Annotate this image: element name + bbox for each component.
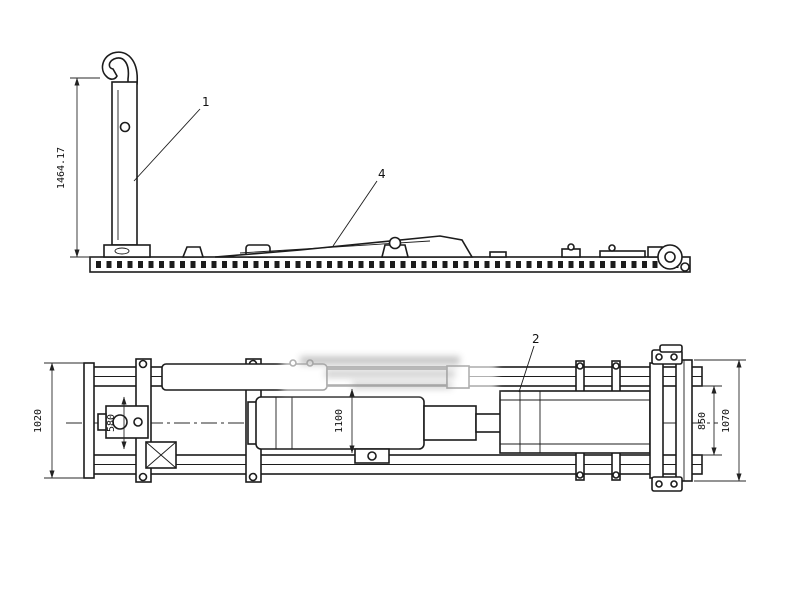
rail-components [181, 235, 690, 272]
rear-frame-body [499, 390, 651, 454]
jack-flange [97, 413, 107, 431]
stud-2-bolt-top [612, 362, 620, 370]
dimension-height: 1464.17 [56, 77, 100, 258]
dim-1070-label: 1070 [721, 409, 732, 433]
stud-1-bolt-bottom [576, 471, 584, 479]
latch-pin [567, 243, 575, 251]
dimension-overall-right: 1070 [694, 359, 746, 482]
x-brace-diag-2 [145, 441, 177, 469]
dim-580-label: 580 [106, 414, 117, 432]
rear-frame [354, 390, 651, 464]
side-elevation-view: 1464.17 1 4 [56, 51, 691, 273]
clamp-2-bolt-bottom [248, 472, 258, 482]
foot-slot [114, 247, 130, 255]
rear-plate-pin [608, 244, 616, 252]
rear-roller-hub [664, 251, 676, 263]
stud-2-bolt-bottom [612, 471, 620, 479]
arm-pin-hole [119, 121, 131, 133]
stop-block [489, 251, 507, 258]
main-cylinder [247, 396, 529, 450]
right-end-assembly [649, 344, 693, 492]
top-cap [659, 344, 683, 353]
corner-bottom-bolt-2 [670, 480, 678, 488]
lower-bracket-pin [367, 451, 377, 461]
clamp-1-bolt-bottom [138, 472, 148, 482]
front-bracket [181, 246, 205, 258]
callout-2-label: 2 [532, 332, 540, 346]
dimension-overall-left: 1020 [33, 362, 84, 479]
pivot-plate [380, 244, 410, 258]
callout-4: 4 [332, 167, 386, 247]
corner-top-bolt-2 [670, 353, 678, 361]
clamp-1-bolt-top [138, 359, 148, 369]
dimension-inner-left: 580 [106, 396, 127, 450]
watermark-smudge [282, 350, 497, 394]
left-end-cap [83, 362, 95, 479]
jack-port-small [133, 417, 143, 427]
arm-foot [103, 244, 151, 258]
callout-4-label: 4 [378, 167, 386, 181]
cylinder-stage-2 [423, 405, 477, 441]
corner-top-bolt-1 [655, 353, 663, 361]
plan-view: 1020 580 1100 850 1070 2 [33, 332, 746, 492]
dim-850-label: 850 [697, 412, 708, 430]
dimension-inner-right: 850 [697, 385, 722, 456]
hook-arm [101, 51, 151, 258]
pivot-pin [388, 236, 402, 250]
leader-line-2 [518, 345, 535, 393]
rear-plate [599, 250, 646, 258]
dimension-center: 1100 [334, 388, 355, 454]
dim-1100-label: 1100 [334, 409, 345, 433]
rear-cross-plate [649, 362, 664, 479]
dim-height-label: 1464.17 [56, 147, 67, 189]
stud-1-bolt-top [576, 362, 584, 370]
hook [101, 51, 138, 85]
dim-1020-label: 1020 [33, 409, 44, 433]
hook-arm-column [111, 81, 138, 246]
leader-line-4 [332, 180, 378, 247]
corner-bottom-bolt-1 [655, 480, 663, 488]
callout-1-label: 1 [202, 95, 210, 109]
callout-1: 1 [133, 95, 210, 182]
end-roller [680, 262, 690, 272]
leader-line-1 [133, 108, 201, 182]
callout-2: 2 [518, 332, 540, 393]
